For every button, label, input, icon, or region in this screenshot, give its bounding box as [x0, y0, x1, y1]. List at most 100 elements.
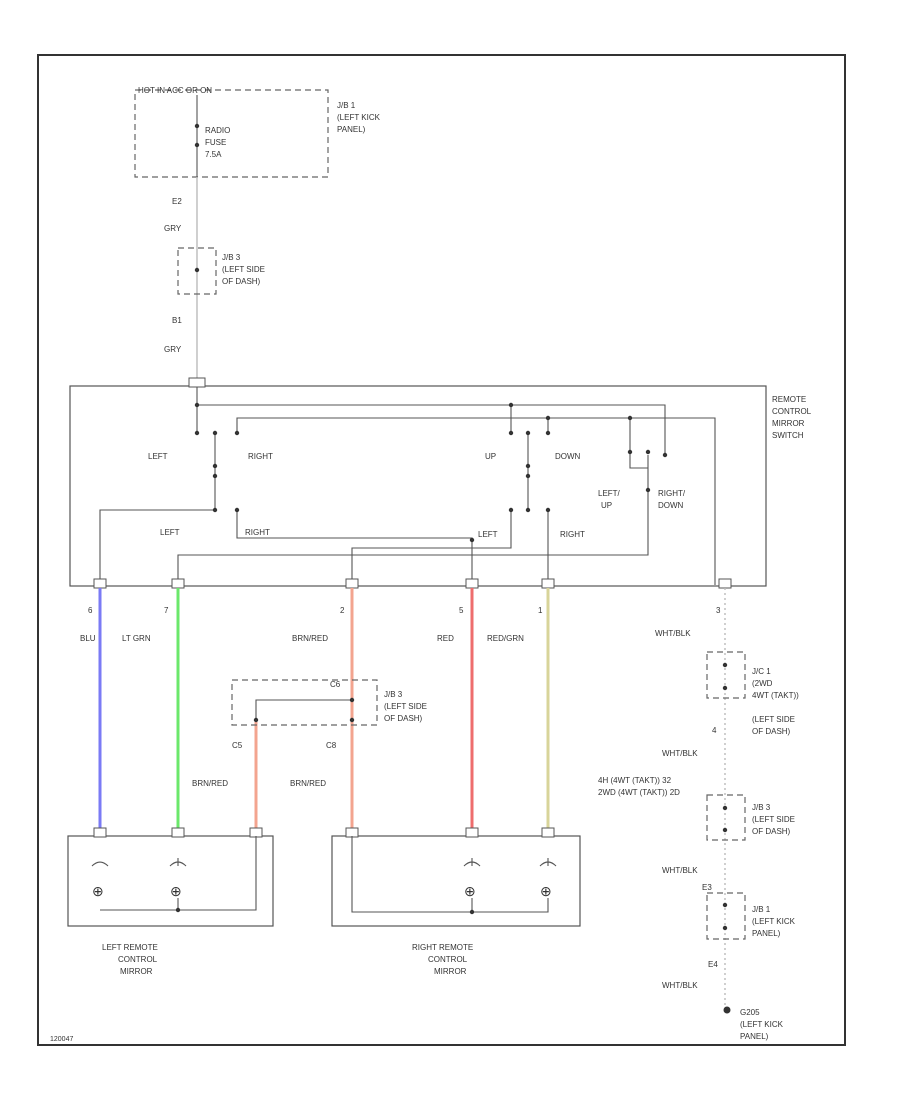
jb3-dot	[194, 267, 200, 273]
switch-output-connectors	[93, 578, 732, 589]
left-remote-control-mirror-box	[67, 835, 274, 927]
pin-c5: C5	[232, 741, 243, 750]
label-red-grn: RED/GRN	[487, 634, 524, 643]
jb1-right-dot-1	[722, 902, 728, 908]
pin-e2: E2	[172, 197, 182, 206]
jb3-right-dot-1	[722, 805, 728, 811]
pin-6: 6	[88, 606, 93, 615]
right-pin-4: 4	[712, 726, 717, 735]
fuse-dot-bottom	[194, 142, 200, 148]
note-4h: 4H (4WT (TAKT)) 32	[598, 776, 672, 785]
label-brn-red-2: BRN/RED	[192, 779, 228, 788]
jb1-right-label-1: J/B 1	[752, 905, 771, 914]
switch-input-connector	[188, 377, 206, 388]
jb3-label-3: OF DASH)	[222, 277, 261, 286]
label-blu: BLU	[80, 634, 96, 643]
right-pin-e3: E3	[702, 883, 712, 892]
pin-c6: C6	[330, 680, 341, 689]
jb3-right-label-1: J/B 3	[752, 803, 771, 812]
jb1-top-label-1: J/B 1	[337, 101, 356, 110]
label-brn-red: BRN/RED	[292, 634, 328, 643]
pin-7: 7	[164, 606, 169, 615]
right-mirror-connectors	[345, 827, 555, 838]
pin-5: 5	[459, 606, 464, 615]
right-wht-blk-2: WHT/BLK	[662, 866, 698, 875]
fuse-label-3: 7.5A	[205, 150, 222, 159]
switch-left-up-2: UP	[601, 501, 612, 510]
right-pin-e4: E4	[708, 960, 718, 969]
switch-left-top: LEFT	[148, 452, 168, 461]
jc1-label-3: 4WT (TAKT))	[752, 691, 799, 700]
left-mirror-label-2: CONTROL	[118, 955, 158, 964]
pin-c8: C8	[326, 741, 337, 750]
switch-left-up-1: LEFT/	[598, 489, 621, 498]
right-mirror-label-2: CONTROL	[428, 955, 468, 964]
wire-gry-1: GRY	[164, 224, 182, 233]
fuse-label-1: RADIO	[205, 126, 230, 135]
switch-right-top: RIGHT	[248, 452, 273, 461]
svg-text:⊕: ⊕	[464, 883, 476, 899]
pin-b1: B1	[172, 316, 182, 325]
jb3-junction-label-3: OF DASH)	[384, 714, 423, 723]
pin-3: 3	[716, 606, 721, 615]
jb1-top-box	[134, 89, 329, 178]
switch-title-1: REMOTE	[772, 395, 806, 404]
left-mirror-label-1: LEFT REMOTE	[102, 943, 158, 952]
diagram-code: 120047	[50, 1036, 73, 1043]
right-remote-control-mirror-box	[331, 835, 581, 927]
switch-left-bottom: LEFT	[160, 528, 180, 537]
left-mirror-label-3: MIRROR	[120, 967, 153, 976]
jc1-left-side-2: OF DASH)	[752, 727, 791, 736]
ground-label-3: PANEL)	[740, 1032, 769, 1041]
wire-gry-2: GRY	[164, 345, 182, 354]
jb3-right-label-3: OF DASH)	[752, 827, 791, 836]
pin-2: 2	[340, 606, 345, 615]
jb1-right-label-3: PANEL)	[752, 929, 781, 938]
junction-dot-left	[253, 717, 259, 723]
switch-right2: RIGHT	[560, 530, 585, 539]
switch-internal-wiring	[99, 387, 716, 585]
label-brn-red-3: BRN/RED	[290, 779, 326, 788]
switch-down: DOWN	[555, 452, 581, 461]
jb1-right-dot-2	[722, 925, 728, 931]
switch-title-3: MIRROR	[772, 419, 805, 428]
switch-right-down-2: DOWN	[658, 501, 684, 510]
jc1-left-side-1: (LEFT SIDE	[752, 715, 795, 724]
right-mirror-motor-icons: ⊕ ⊕	[351, 836, 557, 915]
jc1-label-1: J/C 1	[752, 667, 771, 676]
hot-label: HOT IN ACC OR ON	[138, 86, 212, 95]
svg-text:⊕: ⊕	[540, 883, 552, 899]
jc1-dot-2	[722, 685, 728, 691]
remote-control-mirror-switch-box	[69, 385, 767, 587]
jb3-junction-label-1: J/B 3	[384, 690, 403, 699]
switch-contact-dots	[194, 402, 668, 543]
note-2wd: 2WD (4WT (TAKT)) 2D	[598, 788, 680, 797]
jb3-right-label-2: (LEFT SIDE	[752, 815, 795, 824]
junction-cross-wire	[255, 699, 352, 722]
ground-point-icon	[723, 1006, 731, 1014]
jb3-right-dot-2	[722, 827, 728, 833]
switch-title-4: SWITCH	[772, 431, 804, 440]
jb3-right-box	[706, 794, 746, 841]
right-mirror-label-1: RIGHT REMOTE	[412, 943, 473, 952]
switch-right-down-1: RIGHT/	[658, 489, 686, 498]
svg-text:⊕: ⊕	[92, 883, 104, 899]
jb1-right-label-2: (LEFT KICK	[752, 917, 796, 926]
left-mirror-motor-icons: ⊕ ⊕	[91, 836, 257, 913]
label-lt-grn: LT GRN	[122, 634, 151, 643]
jb3-small-box	[177, 247, 217, 295]
label-red: RED	[437, 634, 454, 643]
jb3-junction-label-2: (LEFT SIDE	[384, 702, 427, 711]
junction-dot-bottom	[349, 717, 355, 723]
svg-text:⊕: ⊕	[170, 883, 182, 899]
pin-1: 1	[538, 606, 543, 615]
jb1-top-label-2: (LEFT KICK	[337, 113, 381, 122]
switch-right-bottom: RIGHT	[245, 528, 270, 537]
ground-label-2: (LEFT KICK	[740, 1020, 784, 1029]
jc1-box	[706, 651, 746, 699]
jc1-label-2: (2WD	[752, 679, 773, 688]
right-mirror-label-3: MIRROR	[434, 967, 467, 976]
jb1-right-box	[706, 892, 746, 940]
jb3-label-1: J/B 3	[222, 253, 241, 262]
